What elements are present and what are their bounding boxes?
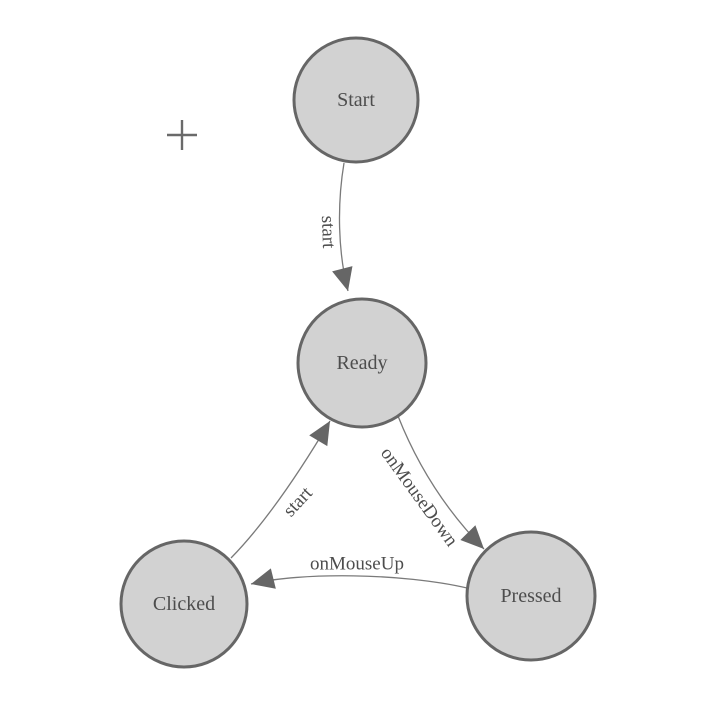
state-circle[interactable] (465, 530, 597, 662)
state-label: Clicked (153, 593, 215, 615)
edge-line[interactable] (332, 162, 353, 292)
state-node-pressed[interactable]: Pressed (465, 530, 597, 662)
state-node-clicked[interactable]: Clicked (119, 539, 249, 669)
state-circle[interactable] (292, 36, 420, 164)
state-label: Pressed (500, 585, 561, 607)
edge-clicked-to-ready[interactable]: start (230, 420, 331, 559)
state-node-ready[interactable]: Ready (296, 297, 428, 429)
edge-label: start (279, 482, 317, 521)
edge-label: onMouseDown (376, 443, 462, 551)
crosshair-icon (167, 120, 197, 150)
state-label: Start (337, 89, 375, 111)
edge-line[interactable] (230, 420, 331, 559)
edge-line[interactable] (397, 415, 485, 550)
state-node-start[interactable]: Start (292, 36, 420, 164)
state-label: Ready (336, 352, 387, 374)
state-circle[interactable] (119, 539, 249, 669)
edge-label: start (317, 215, 339, 249)
edge-line[interactable] (250, 568, 468, 589)
edge-pressed-to-clicked[interactable]: onMouseUp (250, 554, 468, 589)
edge-label: onMouseUp (310, 554, 404, 575)
state-circle[interactable] (296, 297, 428, 429)
edge-start-to-ready[interactable]: start (317, 162, 353, 292)
edge-ready-to-pressed[interactable]: onMouseDown (376, 415, 485, 551)
